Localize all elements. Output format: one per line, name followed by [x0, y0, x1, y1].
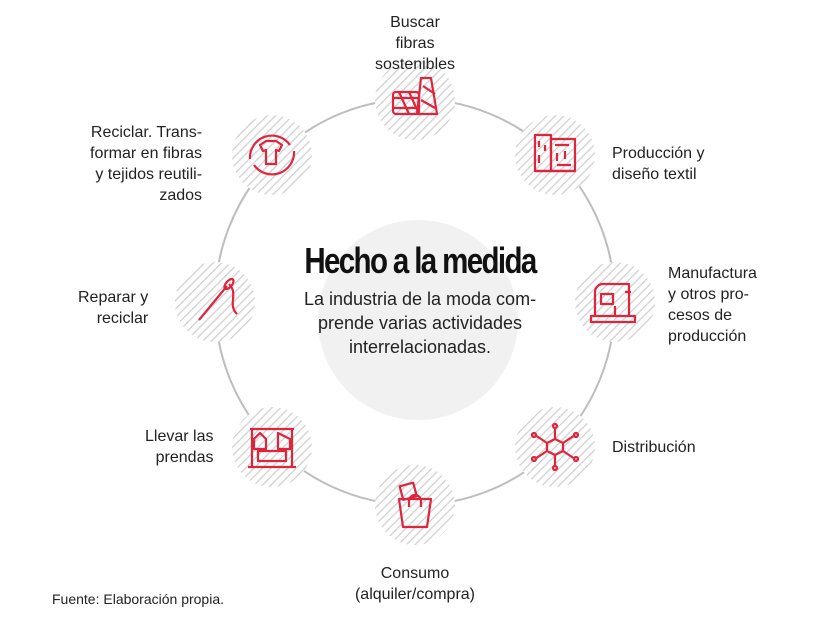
subtitle-line: prende varias actividades	[317, 313, 523, 333]
label-line: y otros pro-	[668, 286, 749, 303]
label-line: Consumo	[380, 565, 450, 582]
label-line: Distribución	[612, 439, 696, 456]
label-line: Llevar las	[145, 428, 214, 445]
step-label: Distribución	[612, 437, 696, 458]
step-node	[232, 407, 312, 487]
fabric-roll-icon	[533, 133, 577, 173]
network-cube-icon	[530, 422, 580, 472]
diagram-title: Hecho a la medida	[304, 240, 537, 281]
node-circle	[232, 407, 312, 487]
step-node	[375, 60, 455, 140]
yarn-spool-icon	[391, 76, 439, 116]
label-line: Manufactura	[668, 265, 757, 282]
label-line: sostenibles	[374, 56, 456, 73]
step-node	[375, 465, 455, 545]
watermark-emblem	[318, 220, 518, 420]
clothes-rack-icon	[248, 427, 296, 469]
label-line: Reparar y	[78, 289, 149, 306]
label-line: diseño textil	[612, 166, 697, 183]
step-label: Manufactura y otros pro-cesos de producció…	[668, 263, 757, 347]
step-node	[515, 407, 595, 487]
diagram-subtitle: La industria de la moda com- prende vari…	[270, 287, 570, 359]
step-label: Reciclar. Trans-formar en fibras y tejido…	[90, 122, 202, 206]
label-line: cesos de	[668, 307, 733, 324]
recycle-shirt-icon	[248, 134, 296, 176]
step-label: Llevar las prendas	[145, 426, 213, 468]
label-line: Producción y	[612, 145, 705, 162]
label-line: formar en fibras	[90, 145, 203, 162]
step-node	[232, 115, 312, 195]
needle-thread-icon	[198, 277, 238, 321]
sewing-machine-icon	[589, 282, 637, 324]
label-line: prendas	[155, 449, 214, 466]
step-label: Buscar fibras sostenibles	[370, 12, 460, 75]
node-circle	[375, 60, 455, 140]
label-line: y tejidos reutili-	[95, 166, 203, 183]
step-label: Producción y diseño textil	[612, 143, 705, 185]
step-node	[515, 115, 595, 195]
node-circle	[575, 262, 655, 342]
node-circle	[515, 115, 595, 195]
label-line: (alquiler/compra)	[354, 586, 476, 603]
node-circle	[515, 407, 595, 487]
source-note: Fuente: Elaboración propia.	[52, 591, 224, 607]
step-label: Reparar y reciclar	[78, 287, 148, 329]
subtitle-line: interrelacionadas.	[348, 337, 492, 357]
label-line: Reciclar. Trans-	[90, 124, 203, 141]
node-circle	[232, 115, 312, 195]
step-node	[175, 262, 255, 342]
step-label: Consumo (alquiler/compra)	[345, 563, 485, 605]
shopping-bag-icon	[397, 481, 433, 529]
subtitle-line: La industria de la moda com-	[303, 289, 537, 309]
label-line: Buscar fibras	[390, 14, 440, 52]
label-line: producción	[668, 328, 747, 345]
label-line: zados	[159, 187, 203, 204]
label-line: reciclar	[96, 310, 149, 327]
step-node	[575, 262, 655, 342]
node-circle	[375, 465, 455, 545]
